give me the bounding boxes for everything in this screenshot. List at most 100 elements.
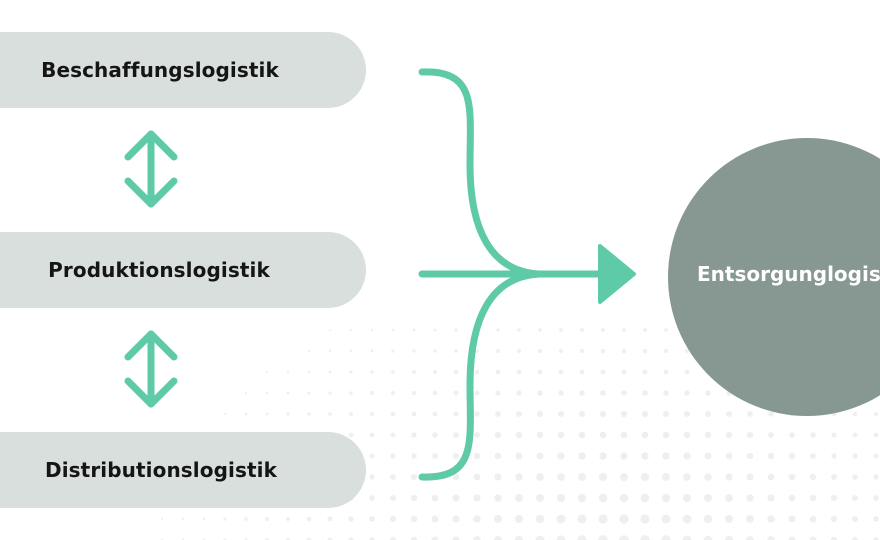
background-dot (768, 432, 774, 438)
background-dot (537, 348, 543, 354)
background-dot (726, 411, 732, 417)
background-dot (369, 474, 375, 480)
background-dot (328, 391, 332, 395)
background-dot (536, 431, 544, 439)
node-disposal-label: Entsorgunglogistik (697, 262, 880, 286)
node-procurement-logistics: Beschaffungslogistik (0, 32, 366, 108)
background-dot (369, 537, 375, 540)
background-dot (516, 390, 522, 396)
background-dot (577, 535, 587, 540)
background-dot (809, 473, 817, 481)
background-dot (452, 536, 460, 540)
background-dot (557, 452, 565, 460)
double-arrow-icon-upper (124, 130, 178, 208)
background-dot (621, 348, 627, 354)
background-dot (852, 453, 858, 459)
background-dot (556, 514, 566, 524)
background-dot (516, 369, 522, 375)
background-dot (432, 411, 438, 417)
background-dot (328, 412, 332, 416)
background-dot (682, 514, 692, 524)
background-dot (452, 494, 460, 502)
background-dot (664, 328, 668, 332)
background-dot (473, 536, 481, 540)
background-dot (391, 328, 395, 332)
background-dot (788, 536, 796, 540)
background-dot (537, 369, 543, 375)
background-dot (873, 453, 879, 459)
background-dot (831, 474, 837, 480)
background-dot (600, 348, 606, 354)
background-dot (598, 493, 608, 503)
background-dot (285, 537, 291, 540)
background-dot (537, 411, 543, 417)
background-dot (265, 412, 269, 416)
background-dot (452, 515, 460, 523)
background-dot (661, 493, 671, 503)
background-dot (349, 370, 353, 374)
background-dot (619, 535, 629, 540)
background-dot (453, 390, 459, 396)
background-dot (349, 391, 353, 395)
background-dot (389, 536, 397, 540)
background-dot (515, 452, 523, 460)
background-dot (809, 494, 817, 502)
background-dot (391, 349, 395, 353)
background-dot (432, 390, 438, 396)
background-dot (599, 452, 607, 460)
background-dot (244, 517, 248, 521)
background-dot (536, 473, 544, 481)
background-dot (453, 411, 459, 417)
background-dot (640, 493, 650, 503)
background-dot (389, 515, 397, 523)
background-dot (620, 431, 628, 439)
background-dot (557, 410, 565, 418)
background-dot (809, 536, 817, 540)
background-dot (412, 328, 416, 332)
background-dot (369, 411, 375, 417)
background-dot (349, 349, 353, 353)
background-dot (431, 515, 439, 523)
background-dot (494, 431, 502, 439)
background-dot (873, 411, 879, 417)
background-dot (390, 411, 396, 417)
background-dot (788, 452, 796, 460)
background-dot (578, 410, 586, 418)
background-dot (559, 328, 563, 332)
background-dot (663, 348, 669, 354)
background-dot (598, 535, 608, 540)
background-dot (244, 391, 248, 395)
background-dot (579, 369, 585, 375)
background-dot (474, 411, 480, 417)
background-dot (412, 370, 416, 374)
background-dot (703, 493, 713, 503)
background-dot (306, 537, 312, 540)
background-dot (830, 494, 838, 502)
background-dot (662, 410, 670, 418)
background-dot (578, 473, 586, 481)
background-dot (830, 515, 838, 523)
background-dot (495, 369, 501, 375)
background-dot (454, 328, 458, 332)
background-dot (578, 452, 586, 460)
background-dot (264, 537, 270, 540)
background-dot (495, 411, 501, 417)
background-dot (349, 328, 353, 332)
background-dot (556, 535, 566, 540)
background-dot (789, 432, 795, 438)
background-dot (577, 493, 587, 503)
background-dot (265, 391, 269, 395)
background-dot (473, 494, 481, 502)
background-dot (725, 452, 733, 460)
background-dot (410, 536, 418, 540)
background-dot (494, 515, 502, 523)
background-dot (307, 391, 311, 395)
background-dot (705, 390, 711, 396)
background-dot (390, 453, 396, 459)
background-dot (641, 431, 649, 439)
background-dot (661, 514, 671, 524)
background-dot (370, 349, 374, 353)
background-dot (538, 328, 542, 332)
background-dot (788, 494, 796, 502)
background-dot (704, 431, 712, 439)
